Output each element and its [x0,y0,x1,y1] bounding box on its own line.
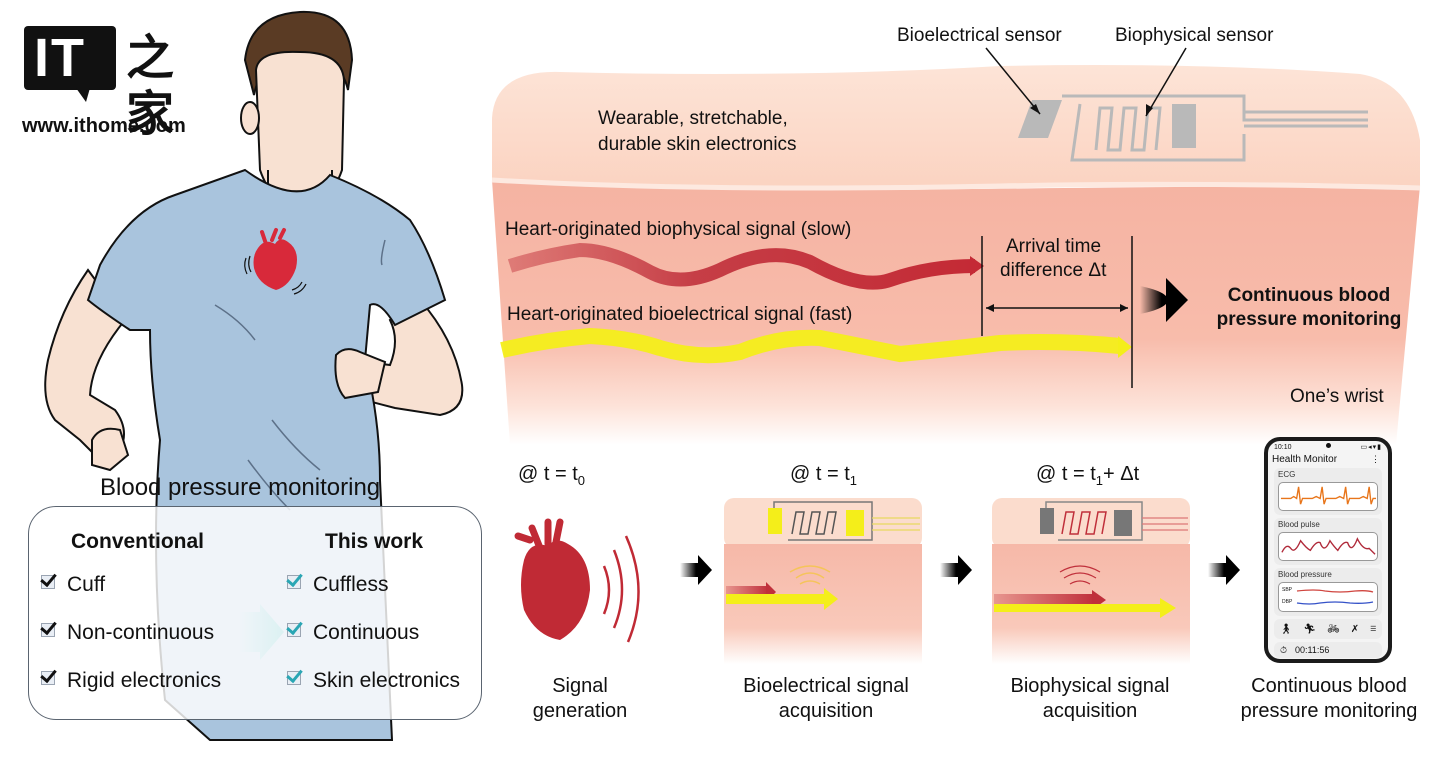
conventional-item: Rigid electronics [41,669,221,693]
timer-bar: ⏱︎ 00:11:56 [1274,642,1382,658]
skin-electronics-label: Wearable, stretchable, durable skin elec… [598,108,797,155]
step-heart [514,518,640,643]
step-time-label: @ t = t0 [518,463,585,488]
conventional-item: Non-continuous [41,621,214,645]
blood-pressure-chart: SBP DBP [1278,582,1378,612]
workout-icon[interactable]: ✗ [1350,623,1360,635]
checkbox-icon [287,623,301,638]
comparison-box: Conventional This work Cuff Non-continuo… [28,506,482,720]
fast-signal-label: Heart-originated bioelectrical signal (f… [507,304,853,325]
logo-chinese-text: 之家 [126,30,177,142]
checkbox-icon [287,671,301,686]
slow-signal-wave [507,242,976,290]
conventional-heading: Conventional [71,530,205,553]
biophysical-sensor-pointer [1145,47,1187,117]
blood-pulse-chart [1278,532,1378,561]
biophysical-sensor-label: Biophysical sensor [1115,25,1274,46]
step-time-label: @ t = t1+ Δt [1036,463,1140,488]
ecg-chart [1278,482,1378,511]
step-time-label: @ t = t1 [790,463,857,488]
fast-signal-wave [500,327,1121,364]
ecg-card: ECG [1274,468,1382,515]
list-icon[interactable]: ☰ [1370,626,1377,633]
logo-url: www.ithome.com [22,115,186,137]
result-label-line2: pressure monitoring [1216,309,1402,330]
slow-signal-label: Heart-originated biophysical signal (slo… [505,219,852,240]
this-work-heading: This work [325,530,424,553]
blood-pressure-monitoring-title: Blood pressure monitoring [100,474,381,501]
blood-pulse-card: Blood pulse [1274,518,1382,565]
run-icon[interactable]: 🏃︎ [1303,623,1316,635]
step-arrow-1 [680,555,712,585]
checkbox-icon [41,575,55,590]
walk-icon[interactable]: 🚶︎ [1279,623,1293,635]
wrist-label: One’s wrist [1290,386,1384,407]
result-arrow [1140,278,1188,322]
step-biophysical-box [992,498,1190,664]
blood-pressure-card: Blood pressure SBP DBP [1274,568,1382,616]
logo-speech-tail [76,88,90,102]
checkbox-icon [41,671,55,686]
this-work-item: Continuous [287,621,419,645]
this-work-item: Skin electronics [287,669,460,693]
activity-bar: 🚶︎ 🏃︎ 🚲︎ ✗ ☰ [1274,619,1382,639]
checkbox-icon [287,575,301,590]
camera-icon [1326,443,1331,448]
ithome-logo: IT 之家 www.ithome.com [22,26,224,146]
fast-signal-arrowhead [1118,336,1132,358]
conventional-item: Cuff [41,573,105,597]
bike-icon[interactable]: 🚲︎ [1326,623,1340,635]
bioelectrical-sensor-pad [1018,100,1062,138]
step-bioelectrical-box [724,498,922,664]
arrival-time-label-line1: Arrival time [1006,236,1102,257]
more-menu-icon[interactable]: ⋮ [1371,454,1380,464]
health-monitor-phone: 10:10 ▭◂▾▮ Health Monitor ⋮ ECG Blood pu… [1264,437,1392,663]
skin-sensor-patch [1018,94,1368,162]
checkbox-icon [41,623,55,638]
stopwatch-icon: ⏱︎ [1280,644,1288,655]
result-label: Continuous blood pressure monitoring [1200,284,1418,332]
step-arrow-2 [940,555,972,585]
bioelectrical-sensor-label: Bioelectrical sensor [897,25,1062,46]
result-label-line1: Continuous blood [1227,285,1391,306]
app-title: Health Monitor [1272,454,1338,465]
logo-mark: IT [24,26,116,90]
phone-status-time: 10:10 [1274,444,1292,451]
step-arrow-3 [1208,555,1240,585]
slow-signal-arrowhead [970,256,984,276]
arrival-time-label-line2: difference Δt [1000,260,1107,281]
status-icons: ▭◂▾▮ [1360,444,1382,451]
timer-value: 00:11:56 [1295,645,1330,655]
bioelectrical-sensor-pointer [985,47,1041,115]
this-work-item: Cuffless [287,573,388,597]
